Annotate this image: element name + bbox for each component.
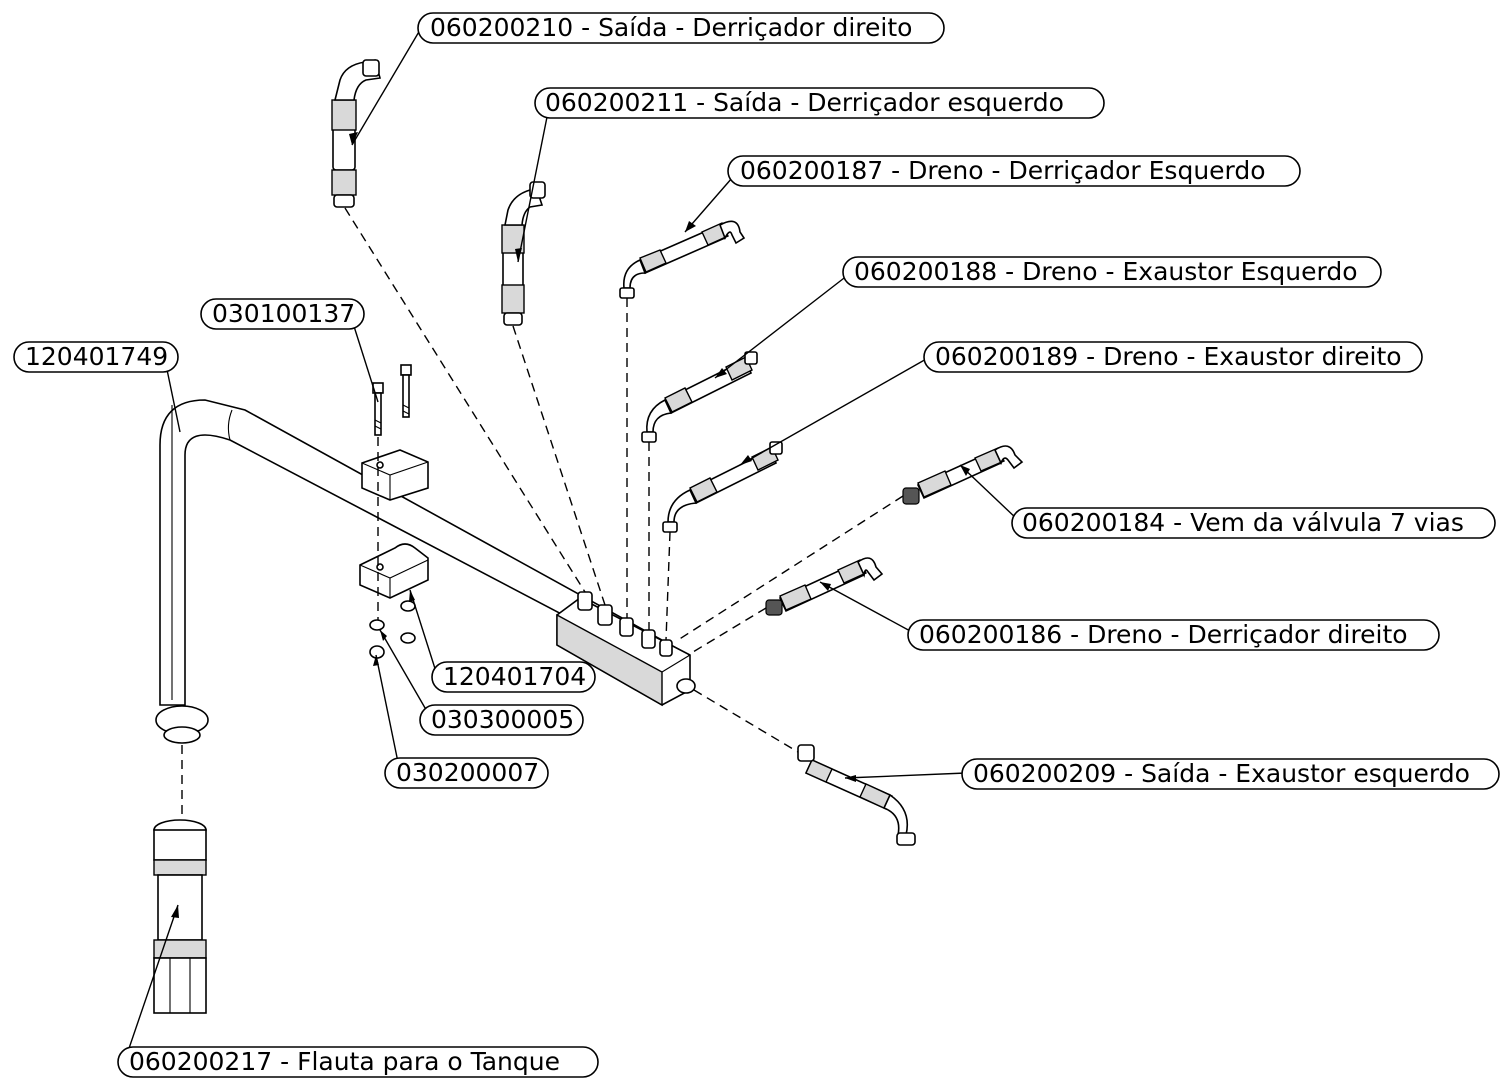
callout-label: 120401749 bbox=[25, 342, 168, 371]
hose-060200211 bbox=[501, 181, 546, 326]
nut-right-lower bbox=[400, 632, 416, 644]
callout-label: 120401704 bbox=[443, 662, 586, 691]
callout-label: 060200209 - Saída - Exaustor esquerdo bbox=[973, 759, 1470, 788]
callout-120401749: 120401749 bbox=[13, 341, 179, 373]
leader-arrowheads bbox=[171, 132, 970, 918]
callout-060200189: 060200189 - Dreno - Exaustor direito bbox=[923, 341, 1423, 373]
hose-060200184 bbox=[902, 445, 1024, 505]
clamp-upper bbox=[361, 449, 429, 501]
callout-label: 030100137 bbox=[212, 299, 355, 328]
callout-060200217: 060200217 - Flauta para o Tanque bbox=[117, 1046, 599, 1078]
hose-060200217 bbox=[153, 819, 207, 1014]
hose-060200187 bbox=[619, 220, 746, 299]
callout-030200007: 030200007 bbox=[384, 757, 549, 789]
callout-label: 060200210 - Saída - Derriçador direito bbox=[430, 13, 912, 42]
callout-030100137: 030100137 bbox=[200, 298, 365, 330]
callout-120401704: 120401704 bbox=[431, 661, 596, 693]
callout-label: 060200211 - Saída - Derriçador esquerdo bbox=[545, 88, 1064, 117]
hose-060200186 bbox=[765, 557, 884, 616]
callout-label: 060200186 - Dreno - Derriçador direito bbox=[919, 620, 1408, 649]
hose-060200210 bbox=[331, 59, 382, 208]
callout-label: 060200217 - Flauta para o Tanque bbox=[129, 1047, 560, 1076]
nut-right-upper bbox=[400, 600, 416, 612]
callout-060200209: 060200209 - Saída - Exaustor esquerdo bbox=[961, 758, 1500, 790]
callout-label: 060200184 - Vem da válvula 7 vias bbox=[1022, 508, 1464, 537]
callout-060200188: 060200188 - Dreno - Exaustor Esquerdo bbox=[842, 256, 1382, 288]
leader-lines bbox=[124, 29, 1019, 1061]
callout-label: 060200187 - Dreno - Derriçador Esquerdo bbox=[740, 156, 1266, 185]
callout-060200186: 060200186 - Dreno - Derriçador direito bbox=[907, 619, 1440, 651]
hose-060200189 bbox=[662, 441, 783, 533]
callout-060200184: 060200184 - Vem da válvula 7 vias bbox=[1011, 507, 1496, 539]
callout-label: 060200188 - Dreno - Exaustor Esquerdo bbox=[854, 257, 1358, 286]
washer bbox=[369, 619, 385, 631]
bolt-right bbox=[400, 364, 412, 418]
assembly-lines bbox=[181, 207, 904, 820]
callout-label: 030200007 bbox=[396, 758, 539, 787]
hose-060200209 bbox=[797, 744, 916, 846]
hose-060200188 bbox=[641, 351, 758, 443]
callout-060200211: 060200211 - Saída - Derriçador esquerdo bbox=[534, 87, 1105, 119]
callout-060200187: 060200187 - Dreno - Derriçador Esquerdo bbox=[727, 155, 1301, 187]
callout-060200210: 060200210 - Saída - Derriçador direito bbox=[417, 12, 945, 44]
callout-030300005: 030300005 bbox=[419, 704, 584, 736]
clamp-lower bbox=[359, 543, 429, 599]
callout-label: 060200189 - Dreno - Exaustor direito bbox=[935, 342, 1402, 371]
nut-left bbox=[369, 645, 385, 659]
callout-label: 030300005 bbox=[431, 705, 574, 734]
